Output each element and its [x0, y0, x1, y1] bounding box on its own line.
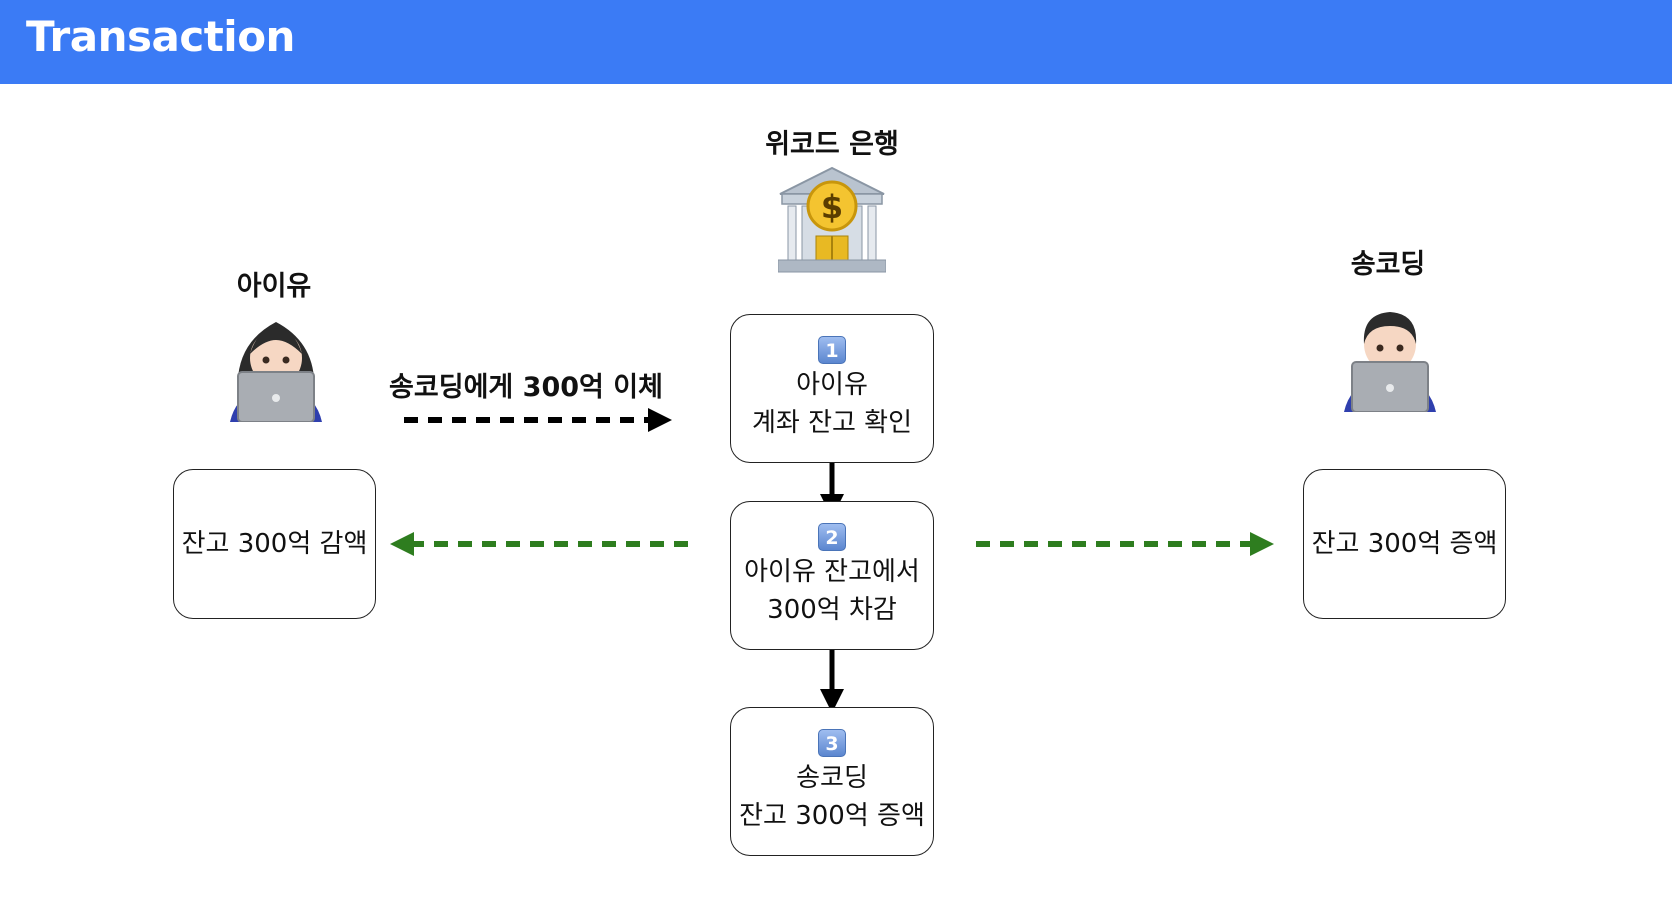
- step2-to-step3-arrow: [820, 648, 844, 713]
- header-bar: Transaction: [0, 0, 1672, 84]
- step-1-badge: 1: [818, 335, 846, 364]
- step-1-line1: 아이유: [796, 369, 868, 400]
- receiver-result-text: 잔고 300억 증액: [1311, 529, 1498, 559]
- page-title: Transaction: [26, 12, 295, 61]
- svg-text:$: $: [821, 188, 843, 226]
- step-3-line1: 송코딩: [796, 762, 868, 793]
- receiver-update-arrow: [976, 532, 1274, 556]
- man-technologist-icon: [1344, 312, 1436, 412]
- sender-name: 아이유: [236, 271, 312, 302]
- receiver-balance-box: 잔고 300억 증액: [1303, 469, 1506, 619]
- step-3-box: 3 송코딩 잔고 300억 증액: [730, 707, 934, 856]
- transfer-request-label: 송코딩에게 300억 이체: [389, 372, 663, 403]
- step-2-box: 2 아이유 잔고에서 300억 차감: [730, 501, 934, 650]
- sender-update-arrow: [390, 532, 688, 556]
- step-1-box: 1 아이유 계좌 잔고 확인: [730, 314, 934, 463]
- bank-name: 위코드 은행: [765, 129, 899, 160]
- sender-result-text: 잔고 300억 감액: [181, 529, 368, 559]
- woman-technologist-icon: [230, 322, 322, 422]
- step-2-line2: 300억 차감: [767, 594, 897, 625]
- step-3-badge: 3: [818, 728, 846, 757]
- bank-icon: $: [778, 166, 886, 273]
- step-3-line2: 잔고 300억 증액: [739, 800, 925, 831]
- transfer-request-arrow: [404, 408, 672, 432]
- step-2-badge: 2: [818, 522, 846, 551]
- receiver-name: 송코딩: [1350, 249, 1426, 280]
- sender-balance-box: 잔고 300억 감액: [173, 469, 376, 619]
- step-2-line1: 아이유 잔고에서: [744, 556, 920, 587]
- step-1-line2: 계좌 잔고 확인: [751, 407, 913, 438]
